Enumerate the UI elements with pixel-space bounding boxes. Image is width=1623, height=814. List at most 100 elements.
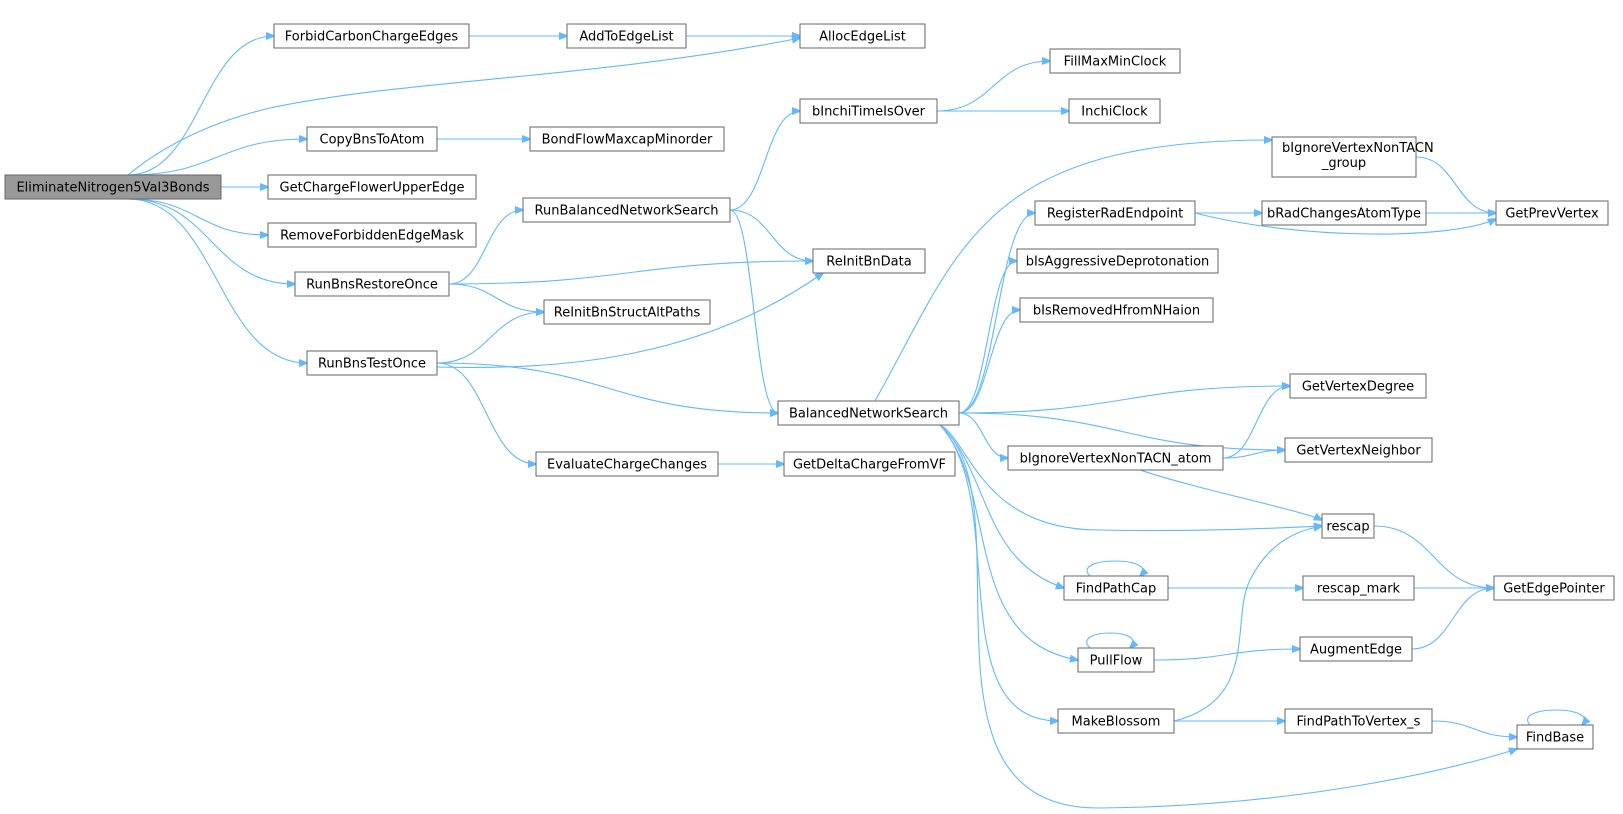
node-box	[1077, 647, 1155, 673]
edge-bns-to-biad	[958, 261, 1017, 414]
node-box	[1034, 200, 1196, 226]
edge-fb-to-fb	[1527, 709, 1585, 725]
node-box	[1495, 200, 1609, 226]
node-label: AugmentEdge	[1310, 643, 1402, 658]
edge-rbto-to-bns	[436, 362, 778, 413]
node-label: EvaluateChargeChanges	[547, 458, 707, 473]
node-box	[306, 350, 438, 376]
node-label: MakeBlossom	[1072, 715, 1161, 730]
edge-bns-to-rre	[958, 213, 1035, 414]
node-getvertexneighbor[interactable]: GetVertexNeighbor	[1284, 437, 1433, 463]
node-label: bIgnoreVertexNonTACN_group	[1282, 141, 1434, 171]
node-box	[1493, 575, 1615, 601]
node-box	[812, 248, 926, 274]
edge-root-to-rfem	[127, 198, 268, 235]
node-pullflow[interactable]: PullFlow	[1077, 647, 1155, 673]
node-box	[522, 197, 731, 223]
node-box	[566, 23, 687, 49]
node-box	[267, 174, 477, 200]
node-box	[799, 98, 938, 124]
edge-mb-to-rescap	[1173, 526, 1322, 722]
node-addtoedgelist[interactable]: AddToEdgeList	[566, 23, 687, 49]
node-getprevvertex[interactable]: GetPrevVertex	[1495, 200, 1609, 226]
node-copybnstoatom[interactable]: CopyBnsToAtom	[306, 126, 438, 152]
edge-root-to-fcce	[127, 36, 274, 176]
node-label: ReInitBnStructAltPaths	[554, 306, 701, 321]
node-bradchangesatomtype[interactable]: bRadChangesAtomType	[1261, 200, 1427, 226]
node-augmentedge[interactable]: AugmentEdge	[1299, 636, 1413, 662]
node-box	[1007, 445, 1224, 471]
edge-rbro-to-ribd	[448, 261, 813, 285]
node-fillmaxminclock[interactable]: FillMaxMinClock	[1049, 48, 1181, 74]
node-makeblossom[interactable]: MakeBlossom	[1057, 708, 1175, 734]
node-bisremovedhfromnhaion[interactable]: bIsRemovedHfromNHaion	[1019, 297, 1214, 323]
node-rescap[interactable]: rescap	[1321, 513, 1375, 539]
node-bignorevertexnontacn-atom[interactable]: bIgnoreVertexNonTACN_atom	[1007, 445, 1224, 471]
edge-rescap-to-gep	[1373, 525, 1494, 588]
edge-rre-to-gpv	[1194, 212, 1496, 235]
node-box	[1016, 248, 1219, 274]
edge-rbro-to-rbns	[448, 210, 523, 285]
edge-bns-to-gvd	[958, 386, 1290, 414]
edge-bito-to-fmmc	[936, 61, 1050, 112]
node-label: bIgnoreVertexNonTACN_atom	[1020, 452, 1212, 467]
edge-bns-to-mb	[939, 424, 1058, 721]
node-runbnstestonce[interactable]: RunBnsTestOnce	[306, 350, 438, 376]
node-rescap-mark[interactable]: rescap_mark	[1302, 575, 1415, 601]
node-binchitimeisover[interactable]: bInchiTimeIsOver	[799, 98, 938, 124]
node-label: GetVertexDegree	[1302, 380, 1414, 395]
edge-bns-to-bivna	[958, 412, 1008, 458]
edge-rbns-to-ribd	[729, 209, 813, 261]
edge-rbns-to-bito	[729, 111, 800, 211]
node-runbalancednetworksearch[interactable]: RunBalancedNetworkSearch	[522, 197, 731, 223]
edge-rbro-to-ribsap	[448, 283, 544, 312]
node-box	[1261, 200, 1427, 226]
node-box	[777, 400, 960, 426]
node-box	[799, 23, 926, 49]
node-findpathcap[interactable]: FindPathCap	[1063, 575, 1169, 601]
node-label: RemoveForbiddenEdgeMask	[280, 229, 464, 244]
node-allocedgelist[interactable]: AllocEdgeList	[799, 23, 926, 49]
nodes-layer: EliminateNitrogen5Val3Bonds ForbidCarbonC…	[4, 23, 1615, 750]
node-evaluatechargechanges[interactable]: EvaluateChargeChanges	[535, 451, 719, 477]
node-box	[1321, 513, 1375, 539]
node-label: BondFlowMaxcapMinorder	[542, 133, 713, 148]
node-getedgepointer[interactable]: GetEdgePointer	[1493, 575, 1615, 601]
node-label: GetEdgePointer	[1503, 582, 1605, 597]
node-getdeltachargefromvf[interactable]: GetDeltaChargeFromVF	[783, 451, 956, 477]
node-label: RunBnsTestOnce	[318, 357, 426, 372]
edge-rbto-to-ribsap	[436, 312, 544, 364]
node-label: rescap_mark	[1317, 582, 1401, 597]
node-bignorevertexnontacn-group[interactable]: bIgnoreVertexNonTACN_group	[1271, 136, 1434, 178]
node-box	[535, 451, 719, 477]
edge-bivntg-to-gpv	[1415, 156, 1496, 213]
edge-rbto-to-ribd	[436, 273, 823, 368]
edge-bns-to-birh	[958, 310, 1020, 414]
node-balancednetworksearch[interactable]: BalancedNetworkSearch	[777, 400, 960, 426]
node-removeforbiddenedgemask[interactable]: RemoveForbiddenEdgeMask	[267, 222, 477, 248]
node-reinitbnstructaltpaths[interactable]: ReInitBnStructAltPaths	[543, 299, 711, 325]
node-findbase[interactable]: FindBase	[1516, 724, 1594, 750]
node-getchargeflowerupperedge[interactable]: GetChargeFlowerUpperEdge	[267, 174, 477, 200]
edge-ae-to-gep	[1411, 588, 1494, 650]
node-getvertexdegree[interactable]: GetVertexDegree	[1289, 373, 1427, 399]
edge-bns-to-fpc	[939, 424, 1064, 588]
node-registerradendpoint[interactable]: RegisterRadEndpoint	[1034, 200, 1196, 226]
node-bondflowmaxcapminorder[interactable]: BondFlowMaxcapMinorder	[529, 126, 725, 152]
node-box	[4, 174, 222, 200]
node-runbnsrestoreonce[interactable]: RunBnsRestoreOnce	[294, 271, 450, 297]
node-label: rescap	[1326, 520, 1369, 535]
node-findpathtovertex-s[interactable]: FindPathToVertex_s	[1284, 708, 1433, 734]
node-inchiclock[interactable]: InchiClock	[1068, 98, 1161, 124]
node-label: GetDeltaChargeFromVF	[793, 458, 946, 473]
node-forbidcarbonchargeedges[interactable]: ForbidCarbonChargeEdges	[273, 23, 470, 49]
node-reinitbndata[interactable]: ReInitBnData	[812, 248, 926, 274]
node-label: AllocEdgeList	[819, 30, 906, 45]
edge-bivna-to-rescap	[1139, 469, 1322, 520]
node-eliminatenitrogen5val3bonds[interactable]: EliminateNitrogen5Val3Bonds	[4, 174, 222, 200]
node-label: InchiClock	[1081, 105, 1148, 120]
node-label: RegisterRadEndpoint	[1047, 207, 1183, 222]
node-bisaggressivedeprotonation[interactable]: bIsAggressiveDeprotonation	[1016, 248, 1219, 274]
node-label: bIsAggressiveDeprotonation	[1026, 255, 1210, 270]
